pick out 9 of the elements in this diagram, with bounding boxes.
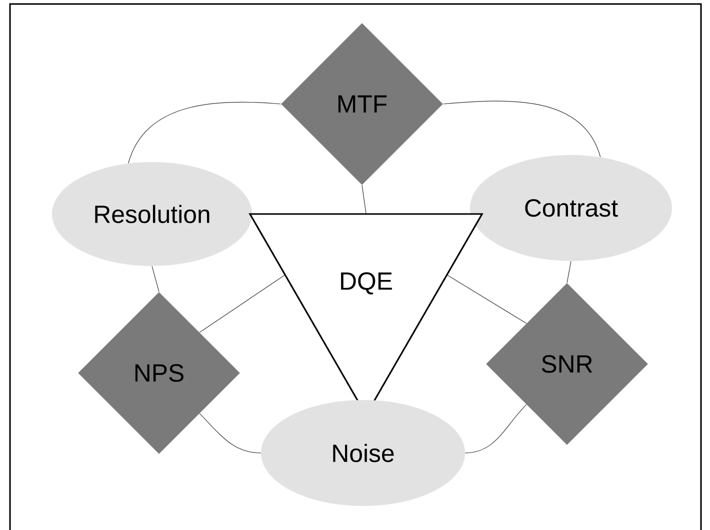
connector-line	[566, 260, 572, 284]
connector-line	[152, 266, 160, 292]
connector-line	[442, 100, 601, 158]
connector-line	[464, 404, 527, 454]
connector-line	[128, 102, 282, 164]
connector-line	[199, 274, 285, 333]
connector-line	[199, 413, 262, 454]
connector-line	[447, 274, 527, 324]
connector-line	[362, 184, 366, 214]
